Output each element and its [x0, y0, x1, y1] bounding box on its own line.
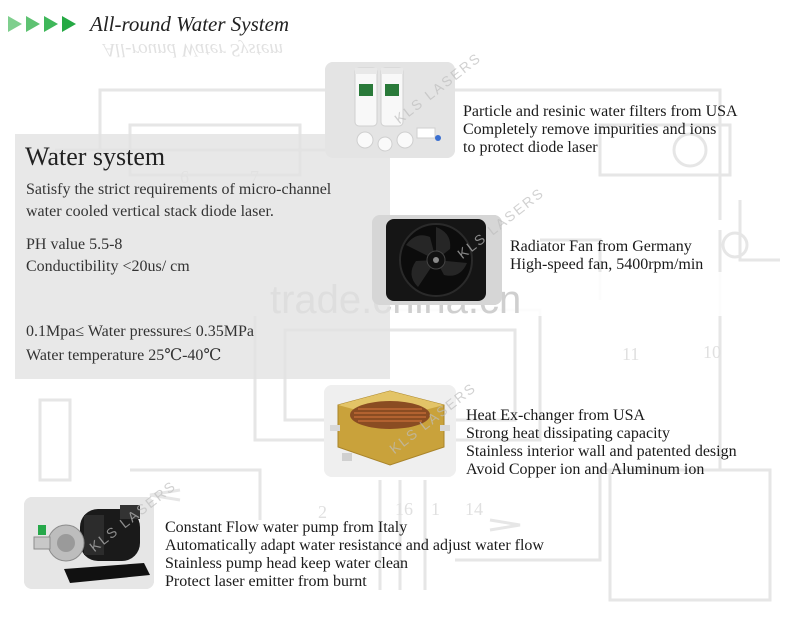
- heat-exchanger-image: [324, 385, 456, 477]
- water-filters-icon: [325, 62, 455, 158]
- pump-icon: [24, 497, 154, 589]
- pump-line-2: Automatically adapt water resistance and…: [165, 537, 544, 554]
- panel-line-1: Satisfy the strict requirements of micro…: [26, 181, 332, 198]
- water-system-panel: Water system Satisfy the strict requirem…: [15, 134, 390, 379]
- water-temperature-value: Water temperature 25℃-40℃: [26, 347, 222, 364]
- schematic-number-11: 11: [622, 344, 639, 364]
- filters-line-1: Particle and resinic water filters from …: [463, 103, 738, 120]
- pump-line-3: Stainless pump head keep water clean: [165, 555, 409, 572]
- schematic-number-1: 1: [431, 499, 440, 519]
- section-header: All-round Water System: [8, 10, 289, 38]
- pump-line-1: Constant Flow water pump from Italy: [165, 519, 408, 536]
- water-filters-description: Particle and resinic water filters from …: [463, 103, 738, 157]
- filters-line-3: to protect diode laser: [463, 139, 598, 156]
- schematic-number-16: 16: [395, 499, 413, 519]
- exchanger-line-2: Strong heat dissipating capacity: [466, 425, 670, 442]
- exchanger-line-1: Heat Ex-changer from USA: [466, 407, 646, 424]
- heat-exchanger-icon: [324, 385, 456, 477]
- panel-heading: Water system: [25, 142, 166, 171]
- fan-line-1: Radiator Fan from Germany: [510, 238, 692, 255]
- water-pressure-value: 0.1Mpa≤ Water pressure≤ 0.35MPa: [26, 323, 254, 340]
- fan-line-2: High-speed fan, 5400rpm/min: [510, 256, 704, 273]
- pump-line-4: Protect laser emitter from burnt: [165, 573, 367, 590]
- title-reflection: All-round Water System: [103, 39, 284, 60]
- ph-value: PH value 5.5-8: [26, 236, 123, 253]
- radiator-fan-image: [372, 215, 502, 305]
- fan-icon: [372, 215, 502, 305]
- conductibility-value: Conductibility <20us/ cm: [26, 258, 190, 275]
- page-title: All-round Water System: [90, 11, 290, 36]
- panel-line-2: water cooled vertical stack diode laser.: [26, 203, 274, 220]
- chevron-arrows-icon: [8, 16, 80, 32]
- schematic-number-10: 10: [703, 342, 721, 362]
- water-filters-image: [325, 62, 455, 158]
- filters-line-2: Completely remove impurities and ions: [463, 121, 717, 138]
- exchanger-line-3: Stainless interior wall and patented des…: [466, 443, 737, 460]
- schematic-number-2: 2: [318, 502, 327, 522]
- radiator-fan-description: Radiator Fan from Germany High-speed fan…: [510, 238, 703, 274]
- schematic-number-14: 14: [465, 499, 483, 519]
- heat-exchanger-description: Heat Ex-changer from USA Strong heat dis…: [466, 407, 737, 479]
- water-pump-image: [24, 497, 154, 589]
- exchanger-line-4: Avoid Copper ion and Aluminum ion: [466, 461, 705, 478]
- water-pump-description: Constant Flow water pump from Italy Auto…: [165, 519, 544, 591]
